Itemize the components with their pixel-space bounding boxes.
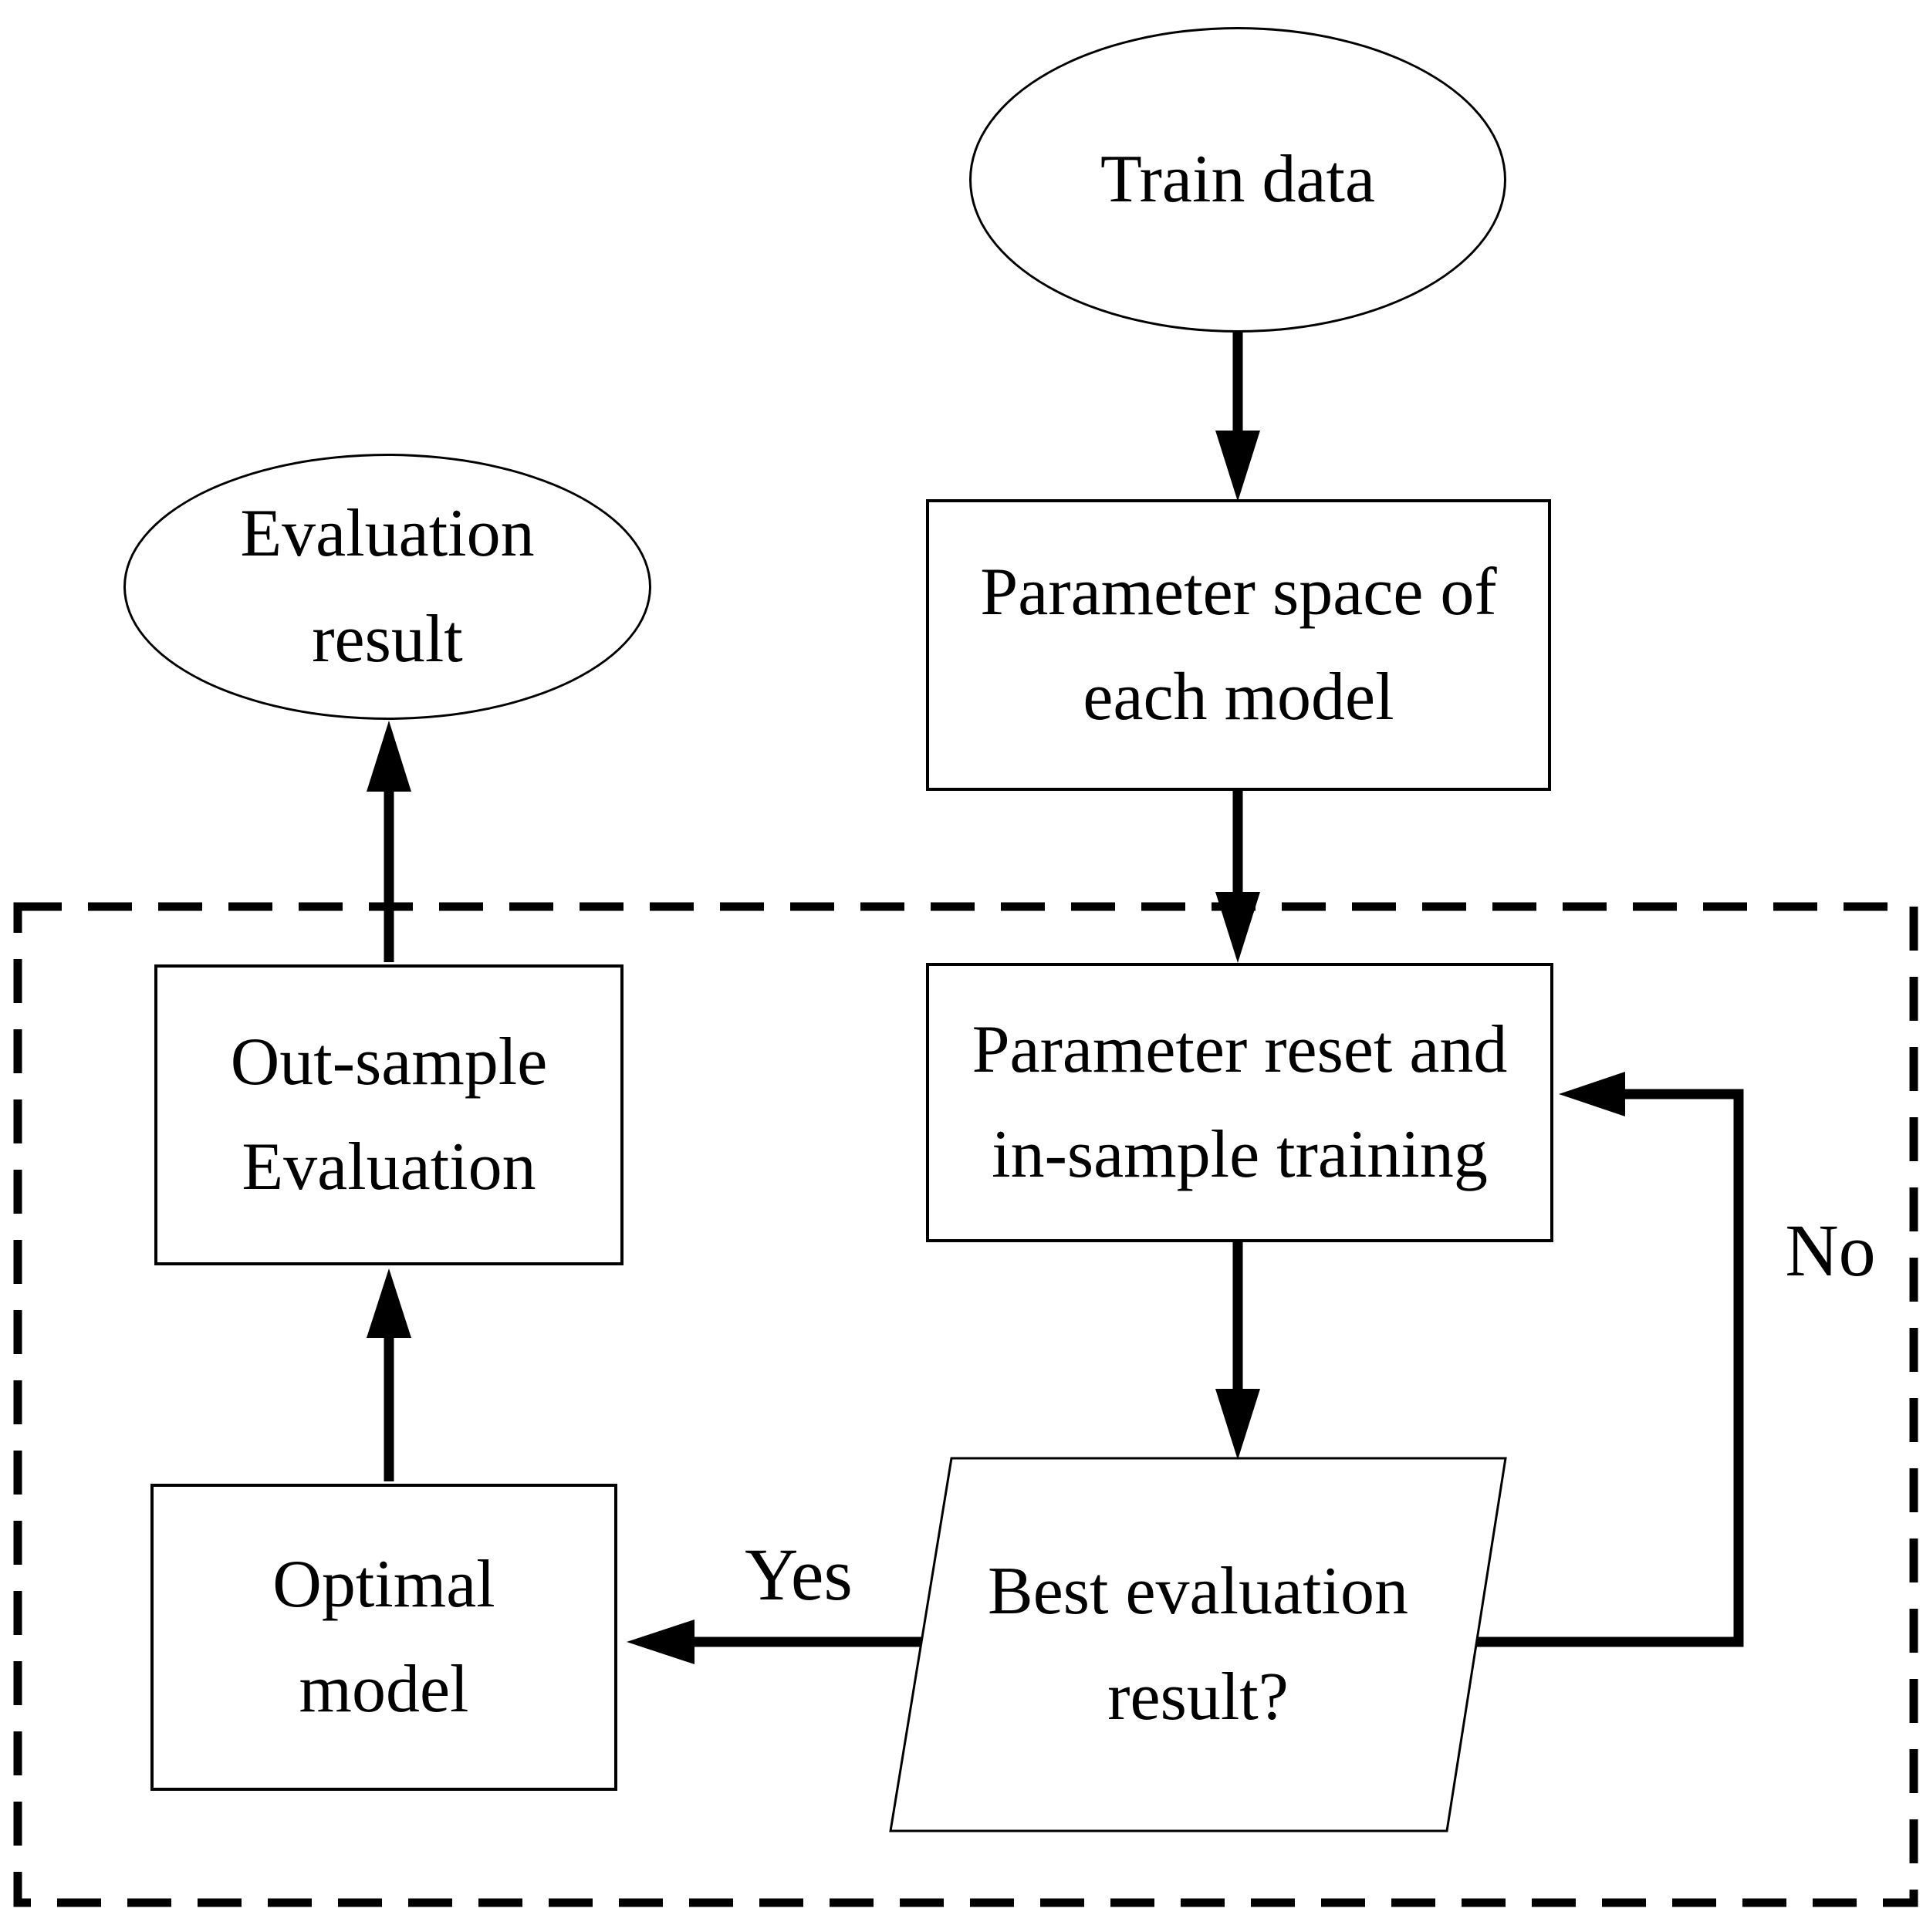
arrow-line (1472, 1089, 1744, 1647)
node-optimal-model: Optimal model (150, 1484, 617, 1791)
arrow-head (1215, 892, 1260, 963)
node-best-evaluation-line1: Best evaluation (988, 1554, 1408, 1630)
best-evaluation-parallelogram-shape (889, 1457, 1507, 1832)
edge-label-yes: Yes (745, 1533, 853, 1616)
node-train-data-label: Train data (1100, 141, 1376, 217)
node-best-evaluation: Best evaluation result? (926, 1458, 1470, 1831)
node-evaluation-result-line1: Evaluation (240, 496, 535, 572)
node-optimal-model-line2: model (299, 1652, 469, 1727)
node-out-sample-line1: Out-sample (230, 1024, 548, 1099)
arrow-out-sample-to-evaluation-result (367, 721, 411, 962)
arrow-head (367, 721, 411, 792)
arrow-head (627, 1620, 695, 1664)
arrow-parameter-space-to-reset (1215, 791, 1260, 963)
node-parameter-reset-line1: Parameter reset and (972, 1012, 1508, 1087)
arrow-train-to-parameter-space (1215, 332, 1260, 502)
edge-label-no: No (1785, 1209, 1876, 1292)
node-parameter-space: Parameter space of each model (926, 499, 1551, 791)
arrow-no-best-evaluation-to-reset (1472, 1072, 1744, 1647)
arrow-head (1215, 1389, 1260, 1460)
node-parameter-reset-line2: in-sample training (992, 1117, 1488, 1192)
arrow-head (1215, 431, 1260, 502)
dashed-container-border (13, 902, 1918, 1907)
node-parameter-space-line2: each model (1083, 660, 1394, 735)
arrow-head (1559, 1072, 1625, 1116)
node-parameter-reset: Parameter reset and in-sample training (926, 963, 1553, 1242)
arrow-yes-best-evaluation-to-optimal (627, 1620, 924, 1664)
arrow-reset-to-best-evaluation (1215, 1242, 1260, 1460)
node-out-sample-line2: Evaluation (242, 1130, 536, 1204)
node-train-data: Train data (969, 27, 1506, 333)
arrow-optimal-to-out-sample (367, 1268, 411, 1481)
node-best-evaluation-line2: result? (1107, 1659, 1289, 1734)
node-evaluation-result-line2: result (312, 601, 463, 677)
node-parameter-space-line1: Parameter space of (980, 554, 1497, 630)
node-evaluation-result: Evaluation result (123, 454, 651, 720)
node-out-sample-evaluation: Out-sample Evaluation (154, 964, 624, 1265)
node-optimal-model-line1: Optimal (272, 1546, 495, 1622)
arrow-head (367, 1268, 411, 1338)
